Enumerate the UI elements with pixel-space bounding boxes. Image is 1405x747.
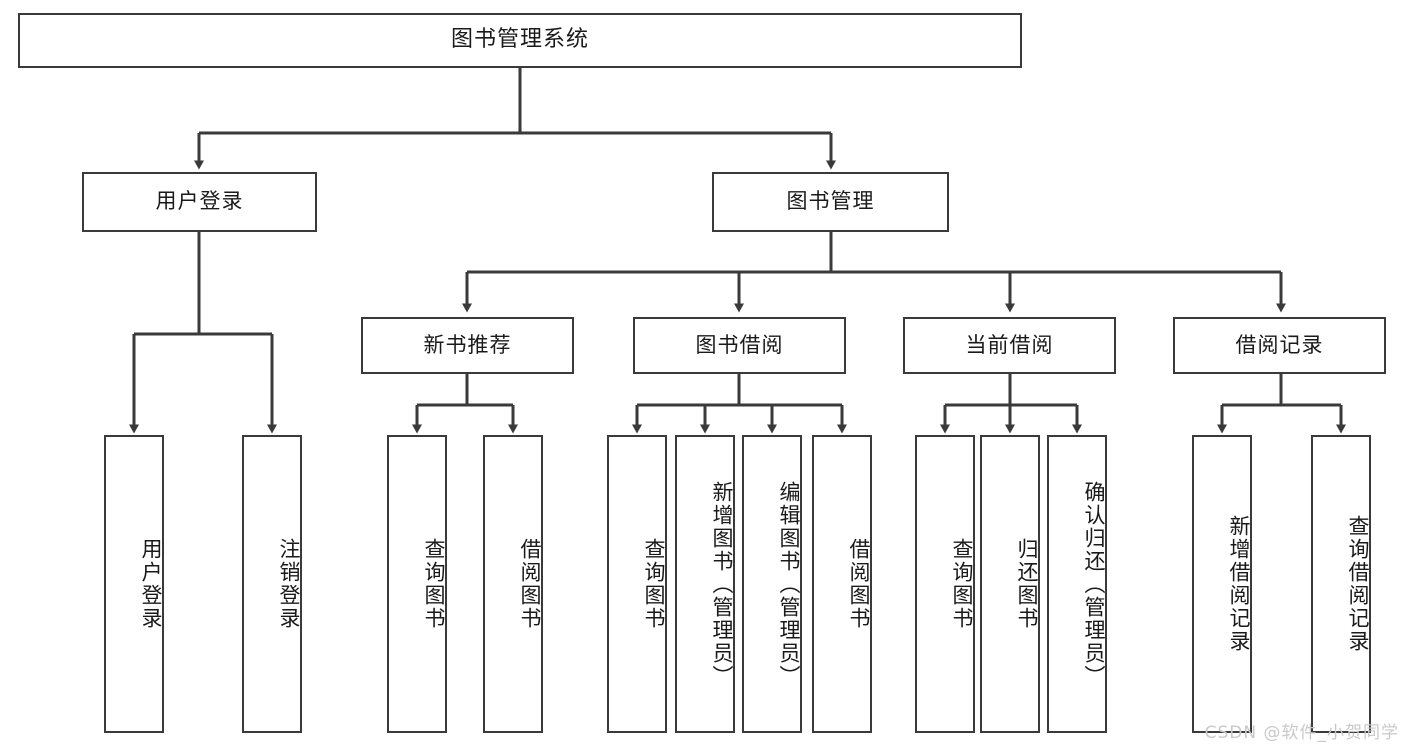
- node-label: 用户登录: [155, 189, 244, 214]
- node-label: 编辑图书（管理员）: [777, 480, 801, 688]
- leaf-current-borrow-confirm-return-admin[interactable]: 确认归还（管理员）: [1047, 435, 1107, 733]
- node-new-book-recommend[interactable]: 新书推荐: [361, 317, 574, 374]
- node-label: 查询借阅记录: [1346, 515, 1370, 653]
- node-label: 当前借阅: [965, 332, 1054, 357]
- leaf-user-login-login[interactable]: 用户登录: [104, 435, 164, 733]
- node-label: 新书推荐: [423, 332, 512, 357]
- leaf-borrow-record-query-record[interactable]: 查询借阅记录: [1311, 435, 1371, 733]
- watermark-text: CSDN @软件_小贺同学: [1204, 723, 1399, 743]
- node-label: 新增借阅记录: [1227, 515, 1251, 653]
- node-label: 借阅图书: [847, 538, 871, 630]
- node-label: 借阅图书: [518, 538, 542, 630]
- node-label: 归还图书: [1015, 538, 1039, 630]
- leaf-book-borrow-add-book-admin[interactable]: 新增图书（管理员）: [675, 435, 735, 733]
- node-label: 查询图书: [642, 538, 666, 630]
- node-label: 图书管理系统: [450, 27, 589, 53]
- node-label: 新增图书（管理员）: [710, 480, 734, 688]
- node-label: 图书管理: [786, 189, 875, 214]
- node-label: 借阅记录: [1235, 332, 1324, 357]
- node-current-borrow[interactable]: 当前借阅: [903, 317, 1116, 374]
- node-label: 图书借阅: [695, 332, 784, 357]
- leaf-new-book-query-book[interactable]: 查询图书: [387, 435, 447, 733]
- node-label: 查询图书: [422, 538, 446, 630]
- leaf-new-book-borrow-book[interactable]: 借阅图书: [483, 435, 543, 733]
- node-root-library-system[interactable]: 图书管理系统: [18, 13, 1022, 68]
- node-label: 确认归还（管理员）: [1082, 480, 1106, 688]
- node-book-borrow[interactable]: 图书借阅: [633, 317, 846, 374]
- leaf-current-borrow-return-book[interactable]: 归还图书: [980, 435, 1040, 733]
- node-label: 查询图书: [950, 538, 974, 630]
- node-label: 注销登录: [277, 538, 301, 630]
- leaf-book-borrow-query-book[interactable]: 查询图书: [607, 435, 667, 733]
- node-borrow-record[interactable]: 借阅记录: [1173, 317, 1386, 374]
- leaf-book-borrow-borrow-book[interactable]: 借阅图书: [812, 435, 872, 733]
- leaf-borrow-record-add-record[interactable]: 新增借阅记录: [1192, 435, 1252, 733]
- node-user-login[interactable]: 用户登录: [82, 172, 317, 232]
- leaf-current-borrow-query-book[interactable]: 查询图书: [915, 435, 975, 733]
- leaf-user-login-logout[interactable]: 注销登录: [242, 435, 302, 733]
- node-label: 用户登录: [139, 538, 163, 630]
- node-book-management[interactable]: 图书管理: [712, 172, 949, 232]
- leaf-book-borrow-edit-book-admin[interactable]: 编辑图书（管理员）: [742, 435, 802, 733]
